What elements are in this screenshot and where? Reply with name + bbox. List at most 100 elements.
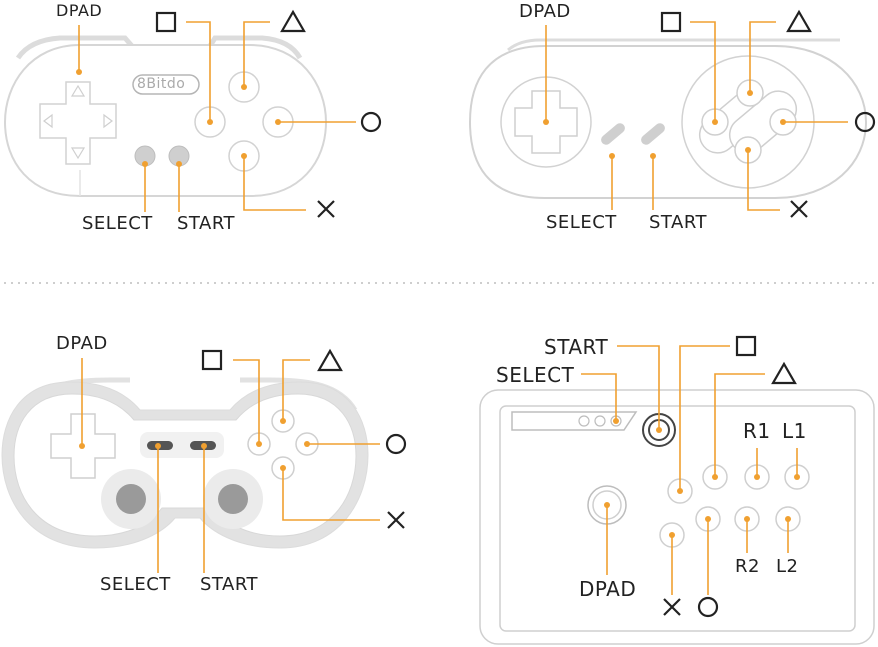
controller-pad [1,348,407,573]
zero-label-dpad: DPAD [56,1,103,20]
snes-label-dpad: DPAD [519,1,571,22]
arcade-dot-dpad [604,502,610,508]
arcade-dot-l1 [794,474,800,480]
snes-dot-circle [780,119,786,125]
arcade-label-start: START [544,335,609,359]
arcade-dot-square [677,488,683,494]
square-icon [155,11,177,33]
arcade-label-r1: R1 [743,419,771,443]
snes-dot-square [712,119,718,125]
arcade-small-button-2 [594,415,606,427]
square-icon [660,11,682,33]
arcade-dot-circle [705,516,711,522]
arcade-dot-r2 [744,516,750,522]
controller-snes [468,9,876,218]
snes-label-select: SELECT [546,212,617,233]
snes-label-start: START [649,212,708,233]
controller-zero [3,9,382,218]
zero-shoulder-right [207,35,303,60]
triangle-icon [771,361,797,385]
pad-label-start: START [200,574,259,595]
zero-logo-plate [132,74,200,95]
zero-dpad [39,81,117,165]
pad-dot-circle [304,441,310,447]
pad-dot-triangle [280,418,286,424]
pad-dot-select [155,443,161,449]
zero-dpad-down-arrow [70,147,86,160]
pad-dot-dpad [79,443,85,449]
arcade-label-select: SELECT [496,363,575,387]
pad-left-stick [116,484,146,514]
arcade-dot-select [613,418,619,424]
pad-body-inner [13,393,357,537]
pad-dot-start [201,443,207,449]
zero-dpad-up-arrow [70,84,86,97]
zero-dot-circle [275,119,281,125]
zero-leader-triangle [243,21,270,87]
pad-center-plate [140,432,224,458]
zero-dot-square [207,119,213,125]
zero-label-start: START [177,213,236,234]
arcade-dot-r1 [754,474,760,480]
pad-leader-square [233,359,260,444]
pad-dot-cross [280,465,286,471]
zero-dot-select [142,161,148,167]
zero-dot-triangle [241,84,247,90]
zero-shoulder-left [15,35,134,60]
triangle-icon [786,9,812,33]
cross-icon [790,200,808,218]
arcade-dot-triangle [712,474,718,480]
arcade-leader-dots [604,418,800,538]
square-icon [735,335,757,357]
zero-dpad-left-arrow [43,113,53,129]
arcade-leader-square [679,345,730,491]
arcade-top-strip [511,411,638,431]
arcade-leader-select [581,373,617,421]
arcade-small-button-1 [578,415,590,427]
snes-leader-lines [545,21,848,211]
zero-leader-lines [78,21,356,212]
arcade-leader-lines [581,345,798,595]
snes-shoulder [507,38,840,52]
pad-label-dpad: DPAD [56,333,108,354]
snes-leader-dots [543,90,786,159]
arcade-label-dpad: DPAD [579,577,637,601]
pad-leader-triangle [282,359,310,421]
circle-icon [697,596,719,618]
pad-label-select: SELECT [100,574,171,595]
cross-icon [663,598,681,616]
controller-arcade [479,335,875,645]
snes-dot-select [609,153,615,159]
zero-logo: 8Bitdo [137,76,186,92]
snes-dot-start [650,153,656,159]
snes-select-button [601,123,625,145]
pad-dot-square [256,441,262,447]
zero-dot-dpad [76,69,82,75]
snes-dot-dpad [543,119,549,125]
zero-leader-square [186,21,211,122]
circle-icon [385,433,407,455]
pad-leader-cross [282,468,380,521]
arcade-label-r2: R2 [735,556,760,577]
cross-icon [387,511,405,529]
zero-dot-cross [241,153,247,159]
snes-leader-triangle [749,21,776,93]
zero-leader-dots [76,69,281,167]
cross-icon [317,200,335,218]
arcade-label-l2: L2 [776,556,799,577]
pad-right-stick [218,484,248,514]
zero-dot-start [176,161,182,167]
snes-dot-triangle [747,90,753,96]
triangle-icon [280,9,306,33]
arcade-leader-triangle [714,373,765,477]
arcade-label-l1: L1 [782,419,807,443]
arcade-panel [499,405,856,632]
snes-start-button [641,123,665,145]
arcade-leader-start [617,345,660,430]
zero-label-select: SELECT [82,213,153,234]
zero-dpad-right-arrow [103,113,113,129]
square-icon [201,349,223,371]
pad-leader-lines [81,358,380,573]
snes-leader-cross [747,150,780,211]
